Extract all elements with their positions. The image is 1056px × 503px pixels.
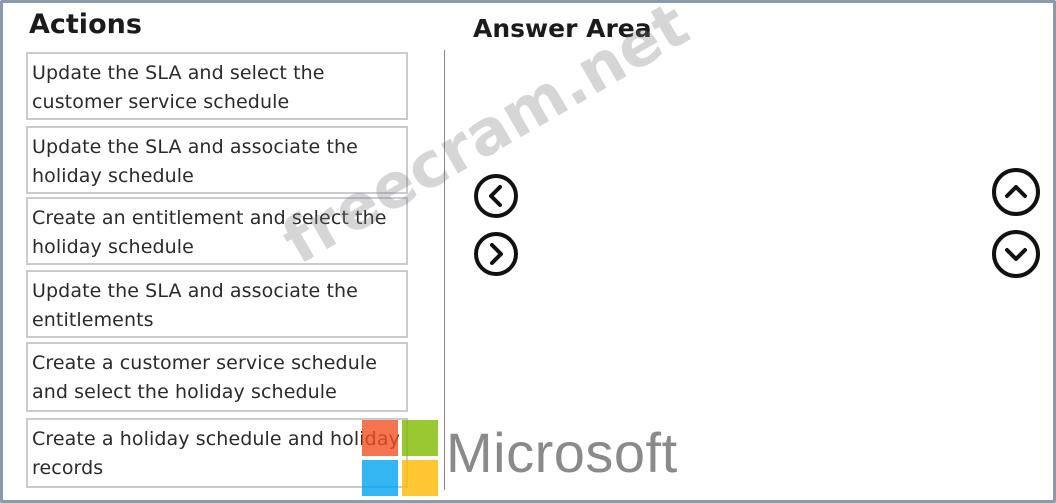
column-divider [444,50,445,490]
action-item[interactable]: Update the SLA and associate the entitle… [26,270,408,338]
chevron-down-icon [1005,248,1027,261]
actions-heading: Actions [29,9,142,40]
logo-red-square [362,420,398,456]
logo-yellow-square [402,460,438,496]
move-down-button[interactable] [992,230,1040,278]
action-item[interactable]: Update the SLA and select the customer s… [26,52,408,120]
logo-green-square [402,420,438,456]
action-item-label: Create a customer service schedule and s… [32,352,378,403]
chevron-right-icon [490,243,503,265]
answer-area-dropzone[interactable] [540,60,960,480]
action-item-label: Create a holiday schedule and holiday re… [32,428,400,479]
chevron-left-icon [489,185,502,207]
microsoft-logo-icon [362,420,440,498]
action-item[interactable]: Create a holiday schedule and holiday re… [26,418,408,488]
chevron-up-icon [1005,185,1027,198]
microsoft-wordmark: Microsoft [446,421,678,484]
move-left-button[interactable] [474,174,518,218]
action-item-label: Create an entitlement and select the hol… [32,207,387,258]
move-right-button[interactable] [474,232,518,276]
action-item[interactable]: Create an entitlement and select the hol… [26,197,408,265]
move-up-button[interactable] [992,168,1040,216]
logo-blue-square [362,460,398,496]
action-item-label: Update the SLA and select the customer s… [32,62,325,113]
action-item-label: Update the SLA and associate the holiday… [32,136,358,187]
action-item-label: Update the SLA and associate the entitle… [32,280,358,331]
answer-area-heading: Answer Area [473,14,652,43]
action-item[interactable]: Update the SLA and associate the holiday… [26,126,408,194]
action-item[interactable]: Create a customer service schedule and s… [26,342,408,412]
